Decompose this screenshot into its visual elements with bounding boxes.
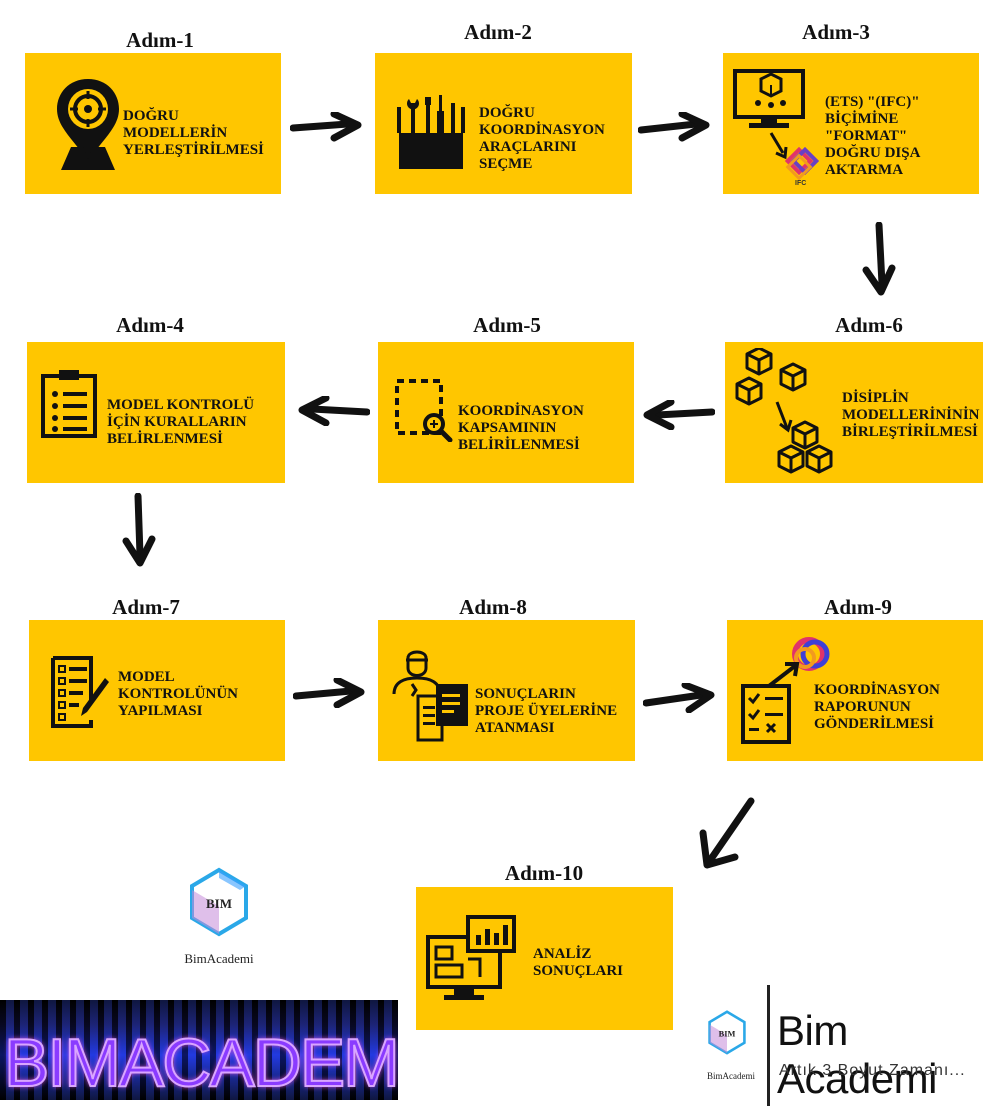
step-8-box: SONUÇLARIN PROJE ÜYELERİNE ATANMASI <box>378 620 635 761</box>
bim-academi-brand: BIM BimAcademi Bim Academi Artık 3 Boyut… <box>703 985 1003 1106</box>
arrow-right-icon <box>643 683 715 713</box>
step-2-label: DOĞRU KOORDİNASYON ARAÇLARINI SEÇME <box>479 105 605 172</box>
arrow-left-icon <box>298 396 370 426</box>
bim-hexagon-icon: BIM <box>190 867 248 937</box>
step-8-title: Adım-8 <box>459 595 527 619</box>
step-2-box: DOĞRU KOORDİNASYON ARAÇLARINI SEÇME <box>375 53 632 194</box>
arrow-right-icon <box>638 112 710 142</box>
step-5-box: KOORDİNASYON KAPSAMININ BELİRİLENMESİ <box>378 342 634 483</box>
step-7-label: MODEL KONTROLÜNÜN YAPILMASI <box>118 669 239 719</box>
bimacademi-logo: BIM BimAcademi <box>180 866 258 967</box>
svg-text:BIM: BIM <box>719 1029 736 1038</box>
step-9-label: KOORDİNASYON RAPORUNUN GÖNDERİLMESİ <box>814 682 940 732</box>
step-9-box: KOORDİNASYON RAPORUNUN GÖNDERİLMESİ <box>727 620 983 761</box>
step-4-label: MODEL KONTROLÜ İÇİN KURALLARIN BELİRLENM… <box>107 397 255 447</box>
step-10-label: ANALİZ SONUÇLARI <box>533 946 624 979</box>
step-4-box: MODEL KONTROLÜ İÇİN KURALLARIN BELİRLENM… <box>27 342 285 483</box>
step-10-box: ANALİZ SONUÇLARI <box>416 887 673 1030</box>
arrow-down-left-icon <box>699 797 755 869</box>
step-3-label: (ETS) "(IFC)" BİÇİMİNE "FORMAT" DOĞRU DI… <box>825 94 921 178</box>
brand-badge-caption: BimAcademi <box>707 1071 755 1081</box>
step-4-title: Adım-4 <box>116 313 184 337</box>
step-2-title: Adım-2 <box>464 20 532 44</box>
step-1-label: DOĞRU MODELLERİN YERLEŞTİRİLMESİ <box>123 108 264 158</box>
svg-text:IFC: IFC <box>795 180 806 187</box>
arrow-down-icon <box>862 222 896 296</box>
bimacademi-caption: BimAcademi <box>184 951 254 966</box>
step-6-label: DİSİPLİN MODELLERİNİNİN BİRLEŞTİRİLMESİ <box>842 390 980 440</box>
banner-text: BIMACADEMI <box>3 1024 398 1100</box>
step-5-title: Adım-5 <box>473 313 541 337</box>
step-6-title: Adım-6 <box>835 313 903 337</box>
step-6-box: DİSİPLİN MODELLERİNİNİN BİRLEŞTİRİLMESİ <box>725 342 983 483</box>
arrow-right-icon <box>290 112 362 142</box>
bimacademi-banner: BIMACADEMI <box>0 1000 398 1100</box>
arrow-right-icon <box>293 678 365 708</box>
step-1-box: DOĞRU MODELLERİN YERLEŞTİRİLMESİ <box>25 53 281 194</box>
bim-hexagon-small-icon: BIM <box>708 1010 746 1055</box>
arrow-left-icon <box>643 400 715 430</box>
report-send-icon <box>741 637 830 744</box>
clipboard-list-icon <box>41 370 97 438</box>
zoom-selection-icon <box>395 379 453 442</box>
analytics-monitor-icon <box>426 915 516 1000</box>
brand-divider <box>767 985 770 1106</box>
step-1-title: Adım-1 <box>126 28 194 52</box>
step-3-box: IFC (ETS) "(IFC)" BİÇİMİNE "FORMAT" DOĞR… <box>723 53 979 194</box>
monitor-export-icon: IFC <box>733 69 819 187</box>
brand-tagline: Artık 3 Boyut Zamanı... <box>779 1062 966 1079</box>
toolbox-icon <box>397 95 465 169</box>
brand-name: Bim Academi <box>777 1007 937 1102</box>
location-pin-icon <box>57 79 119 170</box>
step-5-label: KOORDİNASYON KAPSAMININ BELİRİLENMESİ <box>458 403 584 453</box>
cubes-merge-icon <box>735 348 833 474</box>
user-assign-icon <box>392 650 468 742</box>
svg-text:BIM: BIM <box>206 896 232 911</box>
step-10-title: Adım-10 <box>504 861 584 885</box>
arrow-down-icon <box>122 493 156 567</box>
step-7-title: Adım-7 <box>112 595 180 619</box>
checklist-pen-icon <box>51 656 109 728</box>
step-9-title: Adım-9 <box>824 595 892 619</box>
step-8-label: SONUÇLARIN PROJE ÜYELERİNE ATANMASI <box>475 686 618 736</box>
step-7-box: MODEL KONTROLÜNÜN YAPILMASI <box>29 620 285 761</box>
step-3-title: Adım-3 <box>802 20 870 44</box>
